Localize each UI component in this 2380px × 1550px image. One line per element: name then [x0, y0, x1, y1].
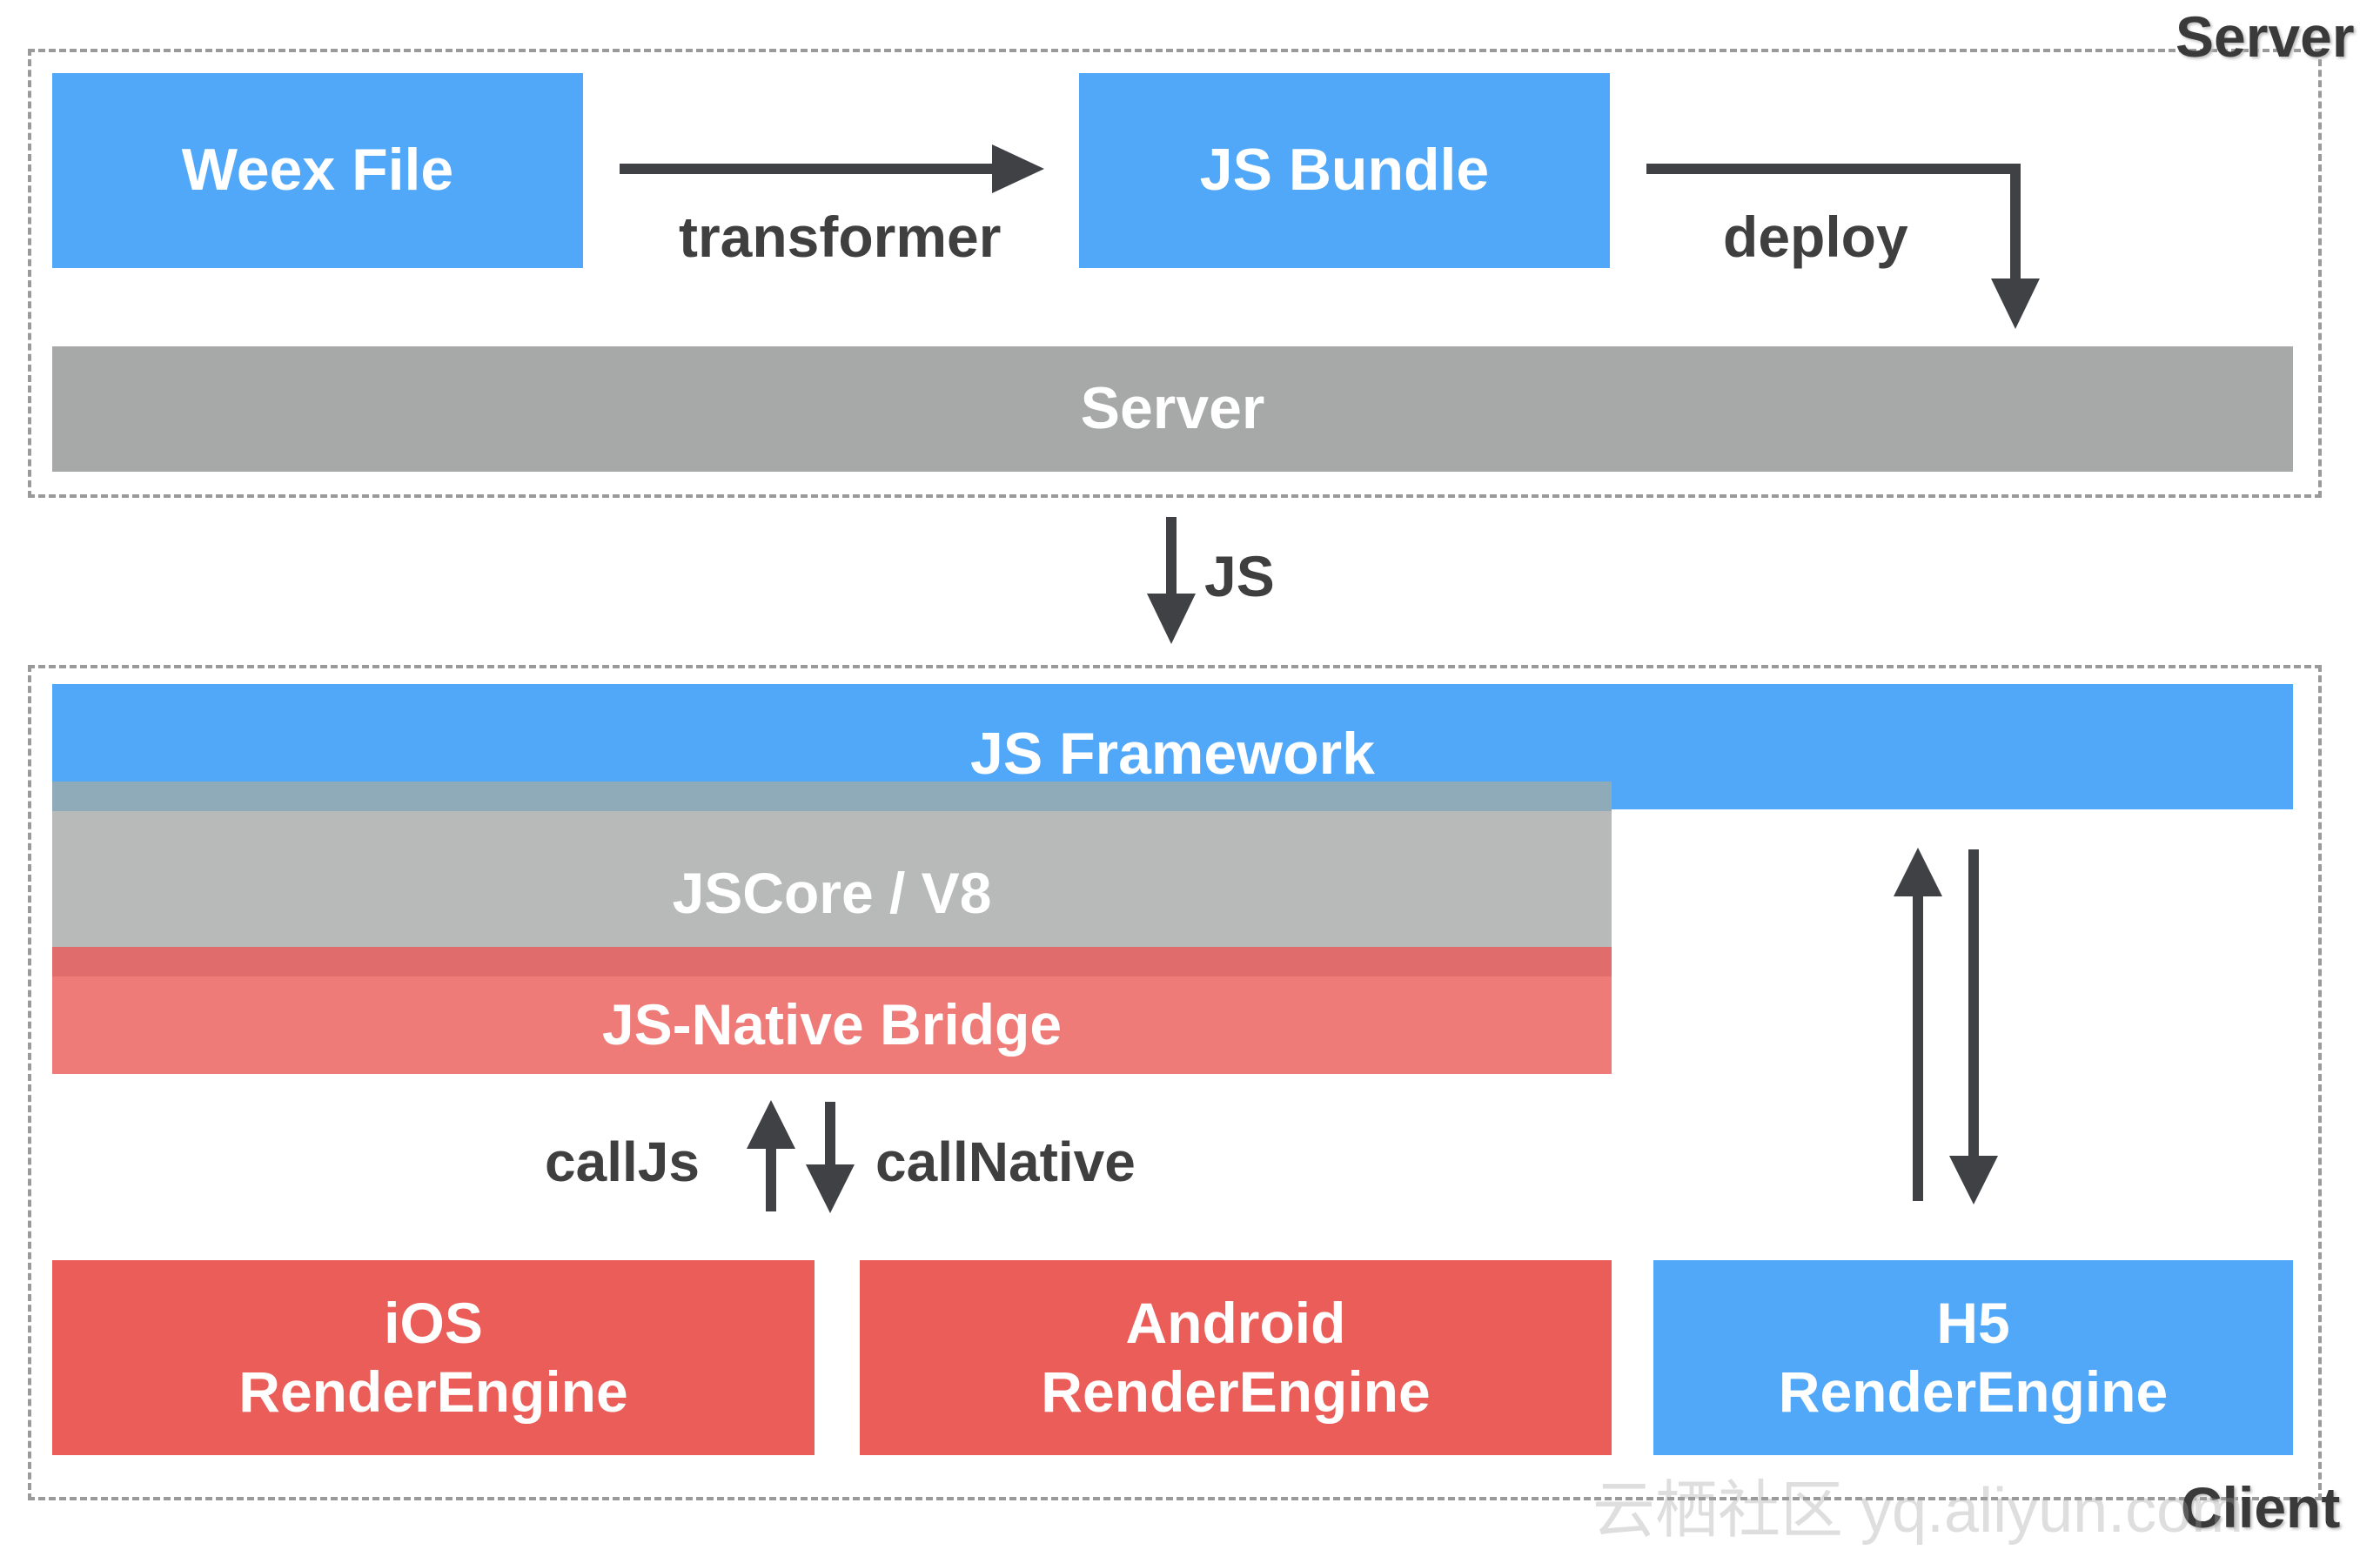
js-bundle-box: JS Bundle: [1079, 73, 1610, 268]
jscore-label: JSCore / V8: [672, 861, 992, 926]
js-down-arrow: [1147, 517, 1196, 644]
android-render-engine-box: Android RenderEngine: [860, 1260, 1612, 1455]
weex-file-box: Weex File: [52, 73, 583, 268]
transformer-label: transformer: [679, 205, 1002, 269]
server-box-label: Server: [1080, 375, 1265, 442]
h5-render-engine-label: RenderEngine: [1778, 1359, 2169, 1424]
server-box: Server: [52, 346, 2293, 472]
deploy-label: deploy: [1723, 205, 1908, 269]
ios-label: iOS: [384, 1290, 483, 1355]
js-transfer-label: JS: [1204, 544, 1275, 608]
call-native-label: callNative: [875, 1131, 1136, 1193]
js-framework-label: JS Framework: [970, 721, 1375, 787]
client-zone: [28, 665, 2322, 1500]
call-js-label: callJs: [545, 1131, 700, 1193]
android-label: Android: [1125, 1290, 1346, 1355]
android-render-engine-label: RenderEngine: [1041, 1359, 1431, 1424]
ios-render-engine-label: RenderEngine: [238, 1359, 628, 1424]
js-native-bridge-label: JS-Native Bridge: [601, 992, 1063, 1057]
weex-file-label: Weex File: [181, 137, 454, 204]
js-native-bridge-box: JS-Native Bridge: [52, 947, 1612, 1074]
ios-render-engine-box: iOS RenderEngine: [52, 1260, 815, 1455]
js-bundle-label: JS Bundle: [1199, 137, 1490, 204]
jscore-box: JSCore / V8: [52, 782, 1612, 976]
h5-label: H5: [1936, 1290, 2010, 1355]
watermark: 云栖社区 yq.aliyun.com: [1592, 1476, 2244, 1546]
client-zone-label: Client: [2181, 1475, 2341, 1540]
h5-render-engine-box: H5 RenderEngine: [1653, 1260, 2293, 1455]
server-zone-label: Server: [2176, 4, 2355, 69]
server-zone: [28, 49, 2322, 498]
